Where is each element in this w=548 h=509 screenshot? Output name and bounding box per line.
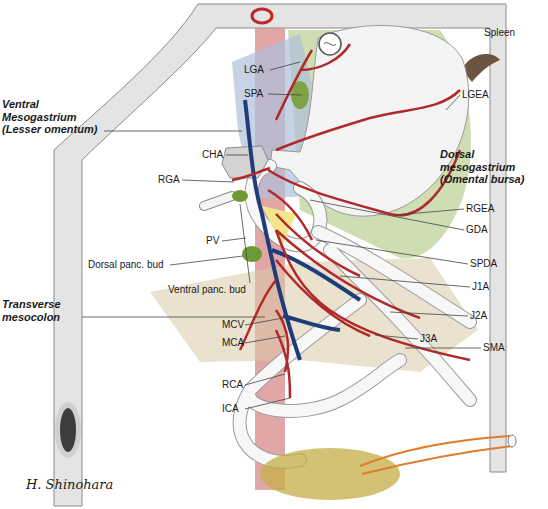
esophagus-lumen	[324, 43, 336, 46]
pelvic-vessel	[360, 436, 512, 474]
vessel-label: J2A	[470, 310, 487, 322]
vessel-section	[252, 9, 272, 23]
region-label: Dorsal mesogastrium (Omental bursa)	[440, 148, 546, 186]
signature: H. Shinohara	[26, 478, 113, 493]
vessel-label: SMA	[483, 342, 505, 354]
leader-line	[82, 317, 265, 318]
leader-line	[104, 131, 242, 132]
duodenum-outline	[252, 166, 321, 245]
kidney	[60, 408, 76, 452]
leader-line	[240, 204, 250, 283]
kidney-ring	[55, 402, 81, 458]
leader-line	[226, 155, 248, 156]
leader-line	[390, 312, 468, 316]
region-label: Ventral Mesogastrium (Lesser omentum)	[2, 98, 102, 136]
vessel-label: RCA	[222, 379, 243, 391]
leader-line	[405, 348, 481, 349]
leader-line	[245, 336, 285, 343]
vessel-label: ICA	[222, 403, 239, 415]
leader-line	[222, 238, 246, 241]
region-label: Transverse mesocolon	[2, 298, 82, 323]
leader-line	[245, 318, 283, 325]
duodenum	[252, 166, 321, 245]
vessel-label: J1A	[472, 281, 489, 293]
leader-line	[316, 240, 468, 264]
artery	[240, 44, 470, 398]
leader-line	[182, 180, 234, 182]
vessel-label: CHA	[202, 149, 223, 161]
leader-line	[268, 94, 302, 95]
leader-line	[170, 256, 243, 265]
vessel-label: SPDA	[470, 258, 497, 270]
pelvic-region	[260, 448, 400, 500]
organ-label: Spleen	[484, 27, 515, 39]
vessel-label: GDA	[466, 224, 488, 236]
dorsal-pancreatic-bud	[242, 246, 262, 262]
vessel-label: PV	[206, 235, 219, 247]
leader-lines	[82, 62, 481, 409]
leader-line	[245, 374, 285, 385]
vessel-label: RGA	[158, 174, 180, 186]
esophagus	[319, 33, 341, 55]
vessel-end	[508, 435, 516, 447]
leader-line	[395, 209, 464, 215]
leader-line	[270, 62, 300, 70]
leader-line	[446, 95, 460, 110]
body-wall	[54, 4, 506, 506]
organ-label: Dorsal panc. bud	[88, 259, 164, 271]
leader-line	[245, 398, 290, 409]
vessel-label: LGEA	[462, 89, 489, 101]
ventral-pancreatic-bud	[232, 190, 248, 202]
organ-label: Ventral panc. bud	[168, 284, 246, 296]
vessel-label: MCA	[222, 337, 244, 349]
vessel-label: J3A	[420, 333, 437, 345]
artery	[232, 168, 270, 180]
vessel-label: SPA	[244, 88, 263, 100]
bile-duct	[204, 196, 232, 206]
vessel-label: MCV	[222, 319, 244, 331]
hepatic-hilum	[222, 146, 268, 178]
vessel-label: LGA	[244, 64, 264, 76]
bile-duct-outline	[204, 196, 232, 206]
vessel-label: RGEA	[466, 203, 494, 215]
leader-line	[310, 200, 464, 230]
leader-line	[340, 276, 470, 287]
leader-line	[375, 335, 418, 339]
